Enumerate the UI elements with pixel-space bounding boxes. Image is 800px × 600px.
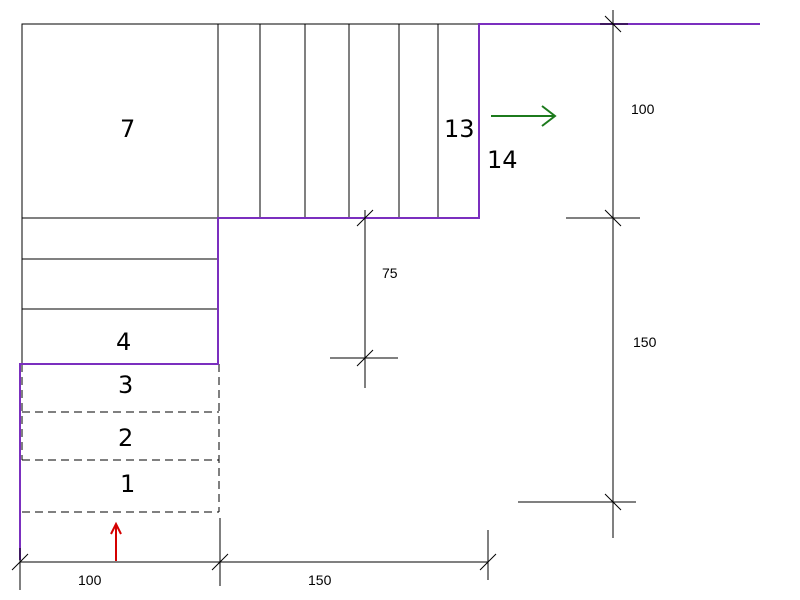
dimension-width-right: 150 <box>308 572 332 588</box>
step-label-4: 4 <box>116 328 131 356</box>
walk-line <box>19 23 760 560</box>
step-label-2: 2 <box>118 424 133 452</box>
step-label-7: 7 <box>120 115 135 143</box>
dimension-lines <box>11 10 640 590</box>
step-label-3: 3 <box>118 371 133 399</box>
dashed-lower-steps <box>21 364 220 513</box>
landing-square-7 <box>21 23 219 219</box>
stair-outline <box>21 23 479 513</box>
dimension-height-lower: 150 <box>633 334 657 350</box>
dimension-landing-depth: 75 <box>382 265 398 281</box>
step-label-13: 13 <box>444 115 475 143</box>
step-label-1: 1 <box>120 470 135 498</box>
exit-arrow-icon <box>491 105 557 127</box>
dimension-height-upper: 100 <box>631 101 655 117</box>
dimension-width-left: 100 <box>78 572 102 588</box>
step-label-14: 14 <box>487 146 518 174</box>
up-arrow-icon <box>110 521 122 561</box>
